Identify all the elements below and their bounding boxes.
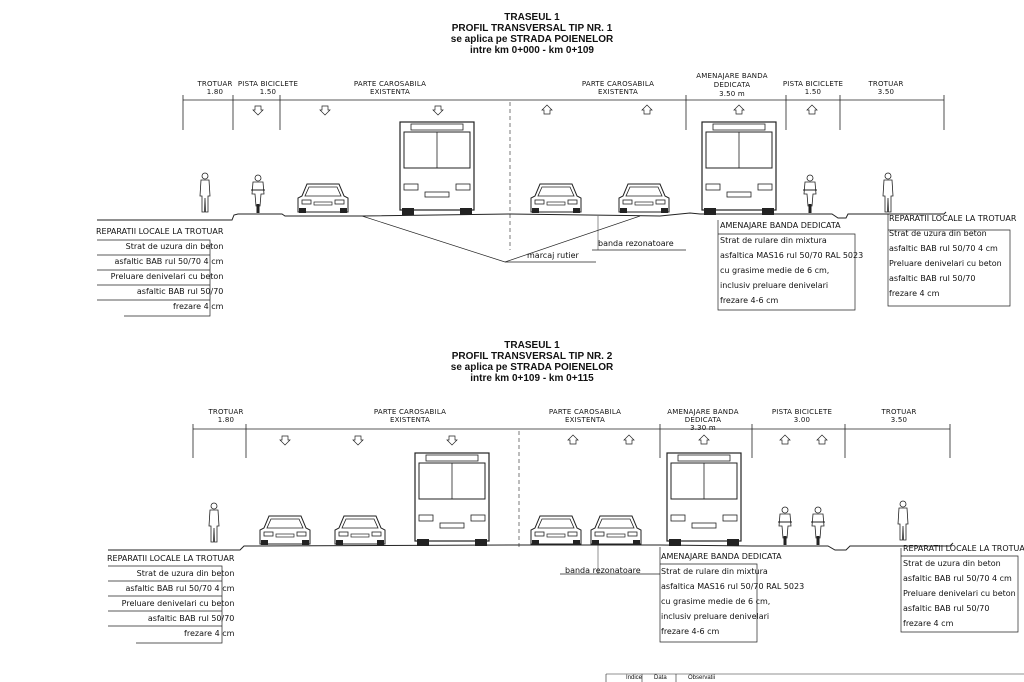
title-line: TRASEUL 1 [504, 340, 560, 351]
p2-pedestrian-right [897, 500, 909, 541]
p1-car-1 [297, 183, 349, 214]
p2-pedestrian-left [208, 502, 220, 543]
p1-bus-left [399, 121, 475, 216]
title-line: intre km 0+109 - km 0+115 [470, 373, 594, 384]
p1-pedestrian-right [882, 172, 894, 213]
p2-car-1 [259, 515, 311, 546]
p2-bus-left [414, 452, 490, 547]
title-line: TRASEUL 1 [504, 12, 560, 23]
title-block-frame [605, 673, 1024, 682]
p2-ground [108, 542, 954, 551]
p2-car-4 [590, 515, 642, 546]
profile2-title: TRASEUL 1 PROFIL TRANSVERSAL TIP NR. 2 s… [412, 340, 652, 384]
p2-dimension-line [192, 424, 951, 458]
p1-note-marcaj: marcaj rutier [527, 251, 579, 260]
p2-cyclist-2 [810, 506, 826, 546]
p2-note-frames [108, 547, 1019, 644]
p1-note-left: REPARATII LOCALE LA TROTUAR Strat de uzu… [96, 227, 224, 311]
p2-note-banda: banda rezonatoare [565, 566, 641, 575]
p2-note-left: REPARATII LOCALE LA TROTUAR Strat de uzu… [107, 554, 235, 638]
p1-pedestrian-left [199, 172, 211, 213]
p1-note-frames [97, 214, 1011, 317]
p1-car-3 [618, 183, 670, 214]
p1-car-2 [530, 183, 582, 214]
p1-direction-arrows [252, 104, 818, 116]
p1-cyclist-left [250, 174, 266, 214]
p1-note-right-b: REPARATII LOCALE LA TROTUAR Strat de uzu… [889, 214, 1017, 298]
p1-note-right-a: AMENAJARE BANDA DEDICATA Strat de rulare… [720, 221, 864, 305]
p2-direction-arrows [279, 434, 828, 446]
p2-note-right-b: REPARATII LOCALE LA TROTUAR Strat de uzu… [903, 544, 1024, 628]
p2-note-right-a: AMENAJARE BANDA DEDICATA Strat de rulare… [661, 552, 805, 636]
p1-note-banda: banda rezonatoare [598, 239, 674, 248]
p2-car-3 [530, 515, 582, 546]
p2-cyclist-1 [777, 506, 793, 546]
title-line: PROFIL TRANSVERSAL TIP NR. 2 [451, 351, 613, 362]
title-line: se aplica pe STRADA POIENELOR [450, 34, 614, 45]
p1-dimension-line [182, 95, 945, 130]
title-line: se aplica pe STRADA POIENELOR [450, 362, 614, 373]
p2-car-2 [334, 515, 386, 546]
p1-cyclist-right [802, 174, 818, 214]
profile1-title: TRASEUL 1 PROFIL TRANSVERSAL TIP NR. 1 s… [412, 12, 652, 56]
p1-marcaj-lines [361, 215, 641, 263]
title-line: intre km 0+000 - km 0+109 [470, 45, 594, 56]
title-line: PROFIL TRANSVERSAL TIP NR. 1 [451, 23, 613, 34]
p2-bus-right [666, 452, 742, 547]
p1-bus-right [701, 121, 777, 216]
p1-ground [97, 211, 947, 221]
